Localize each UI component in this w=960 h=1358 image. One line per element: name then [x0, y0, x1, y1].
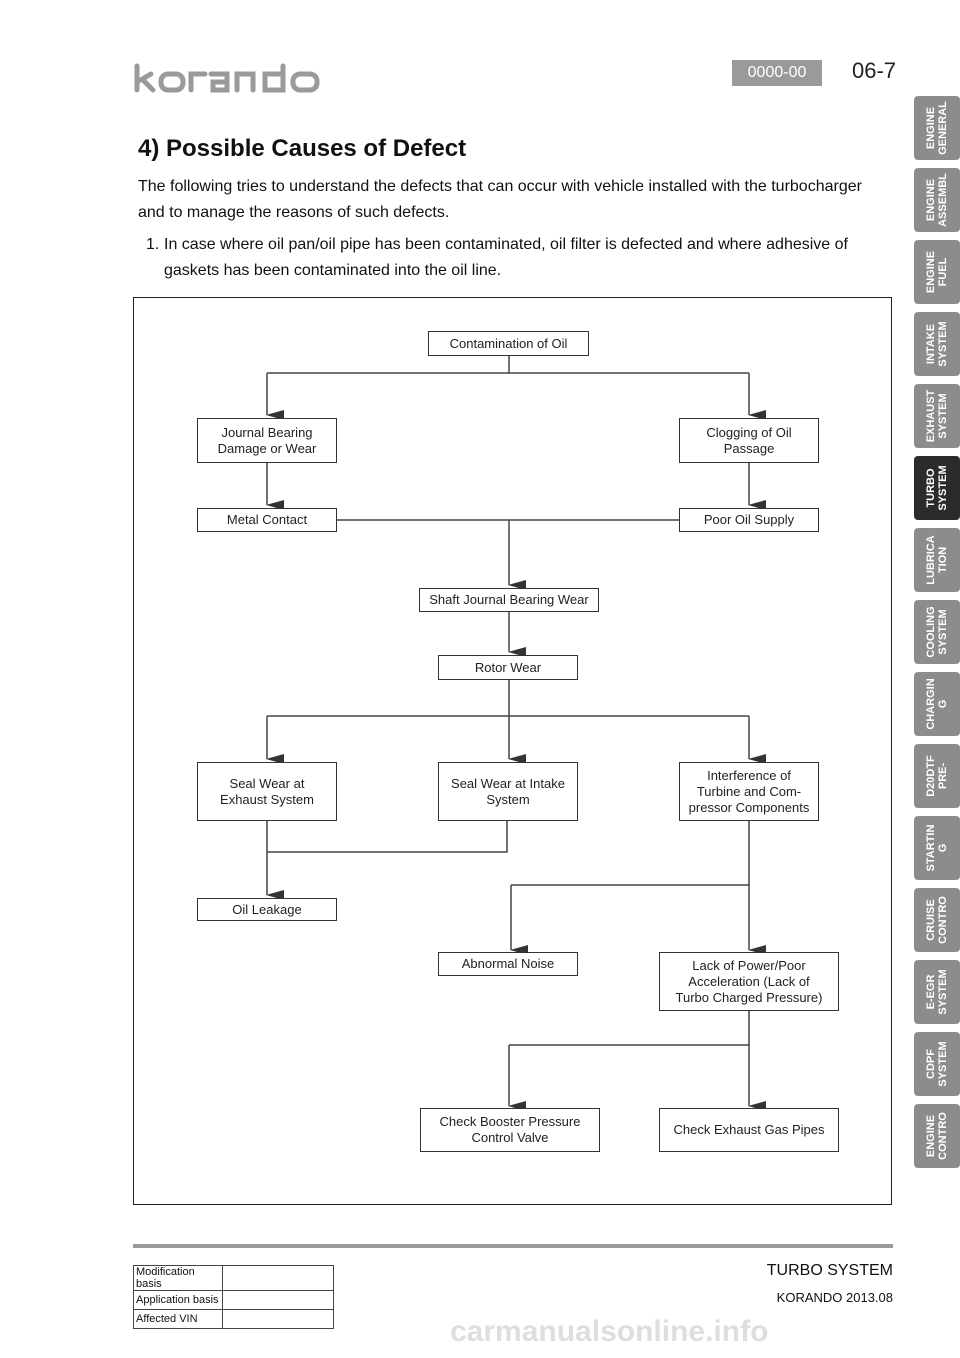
- section-tab-label: ENGINE GENERAL: [925, 101, 949, 155]
- page-number: 06-7: [852, 58, 897, 83]
- table-value: [222, 1309, 334, 1329]
- connector-line: [267, 821, 508, 853]
- section-tab-label: CRUISE CONTRO: [925, 896, 949, 944]
- section-tab[interactable]: COOLING SYSTEM: [914, 600, 960, 664]
- table-label: Modification basis: [133, 1265, 223, 1291]
- table-row: Modification basis: [133, 1265, 334, 1291]
- section-tab[interactable]: E-EGR SYSTEM: [914, 960, 960, 1024]
- box-seal-exhaust: Seal Wear at Exhaust System: [197, 762, 337, 821]
- section-tab-label: ENGINE CONTRO: [925, 1112, 949, 1160]
- table-value: [222, 1290, 334, 1310]
- section-tab[interactable]: EXHAUST SYSTEM: [914, 384, 960, 448]
- modification-table: Modification basis Application basis Aff…: [133, 1265, 334, 1329]
- box-seal-intake: Seal Wear at Intake System: [438, 762, 578, 821]
- section-tab-label: ENGINE FUEL: [925, 250, 949, 294]
- korando-logo: [134, 63, 320, 93]
- list-item-text: In case where oil pan/oil pipe has been …: [164, 236, 848, 279]
- box-lack-of-power: Lack of Power/Poor Acceleration (Lack of…: [659, 952, 839, 1011]
- cause-flowchart: [266, 356, 766, 1111]
- section-tab-label: CHARGIN G: [925, 678, 949, 730]
- section-tab-label: E-EGR SYSTEM: [925, 969, 949, 1015]
- section-tab[interactable]: STARTIN G: [914, 816, 960, 880]
- section-tab[interactable]: TURBO SYSTEM: [914, 456, 960, 520]
- connector-line: [511, 821, 750, 886]
- connector-line: [267, 356, 749, 374]
- watermark: carmanualsonline.info: [450, 1315, 769, 1348]
- intro-paragraph: The following tries to understand the de…: [138, 178, 862, 221]
- box-check-booster: Check Booster Pressure Control Valve: [420, 1108, 600, 1152]
- section-tab-label: INTAKE SYSTEM: [925, 321, 949, 367]
- section-tab[interactable]: LUBRICA TION: [914, 528, 960, 592]
- box-journal-bearing: Journal Bearing Damage or Wear: [197, 418, 337, 463]
- section-title: 4) Possible Causes of Defect: [138, 135, 467, 162]
- table-label: Affected VIN: [133, 1309, 223, 1329]
- list-item-number: 1.: [146, 236, 160, 253]
- section-tab-label: ENGINE ASSEMBL: [925, 173, 949, 227]
- box-poor-oil-supply: Poor Oil Supply: [679, 508, 819, 532]
- box-interference: Interference of Turbine and Com- pressor…: [679, 762, 819, 821]
- box-rotor-wear: Rotor Wear: [438, 655, 578, 680]
- box-shaft-journal-wear: Shaft Journal Bearing Wear: [419, 588, 599, 612]
- box-contamination: Contamination of Oil: [428, 331, 589, 356]
- connector-line: [509, 1011, 750, 1046]
- box-check-exhaust: Check Exhaust Gas Pipes: [659, 1108, 839, 1152]
- section-tab-label: LUBRICA TION: [925, 535, 949, 585]
- footer-section-name: TURBO SYSTEM: [766, 1262, 893, 1279]
- section-tab[interactable]: ENGINE FUEL: [914, 240, 960, 304]
- diagram-frame: [133, 297, 892, 1205]
- connector-line: [267, 680, 749, 717]
- section-tab[interactable]: ENGINE GENERAL: [914, 96, 960, 160]
- section-tab-label: EXHAUST SYSTEM: [925, 389, 949, 443]
- footer-divider: [133, 1244, 893, 1248]
- box-clogging: Clogging of Oil Passage: [679, 418, 819, 463]
- section-tab[interactable]: CHARGIN G: [914, 672, 960, 736]
- table-label: Application basis: [133, 1290, 223, 1310]
- section-tab[interactable]: CRUISE CONTRO: [914, 888, 960, 952]
- table-value: [222, 1265, 334, 1291]
- section-tab[interactable]: INTAKE SYSTEM: [914, 312, 960, 376]
- page-code-badge: 0000-00: [732, 60, 822, 86]
- section-tab-label: D20DTF PRE-: [925, 755, 949, 797]
- box-oil-leakage: Oil Leakage: [197, 898, 337, 921]
- table-row: Application basis: [133, 1290, 334, 1310]
- section-tab[interactable]: ENGINE ASSEMBL: [914, 168, 960, 232]
- section-tab-label: CDPF SYSTEM: [925, 1041, 949, 1087]
- footer-model: KORANDO 2013.08: [776, 1290, 893, 1305]
- section-tab[interactable]: ENGINE CONTRO: [914, 1104, 960, 1168]
- box-abnormal-noise: Abnormal Noise: [438, 952, 578, 976]
- section-tab-label: TURBO SYSTEM: [925, 465, 949, 511]
- section-tab-label: COOLING SYSTEM: [925, 606, 949, 658]
- table-row: Affected VIN: [133, 1309, 334, 1329]
- box-metal-contact: Metal Contact: [197, 508, 337, 532]
- section-tab[interactable]: D20DTF PRE-: [914, 744, 960, 808]
- section-tab-label: STARTIN G: [925, 824, 949, 872]
- section-tab[interactable]: CDPF SYSTEM: [914, 1032, 960, 1096]
